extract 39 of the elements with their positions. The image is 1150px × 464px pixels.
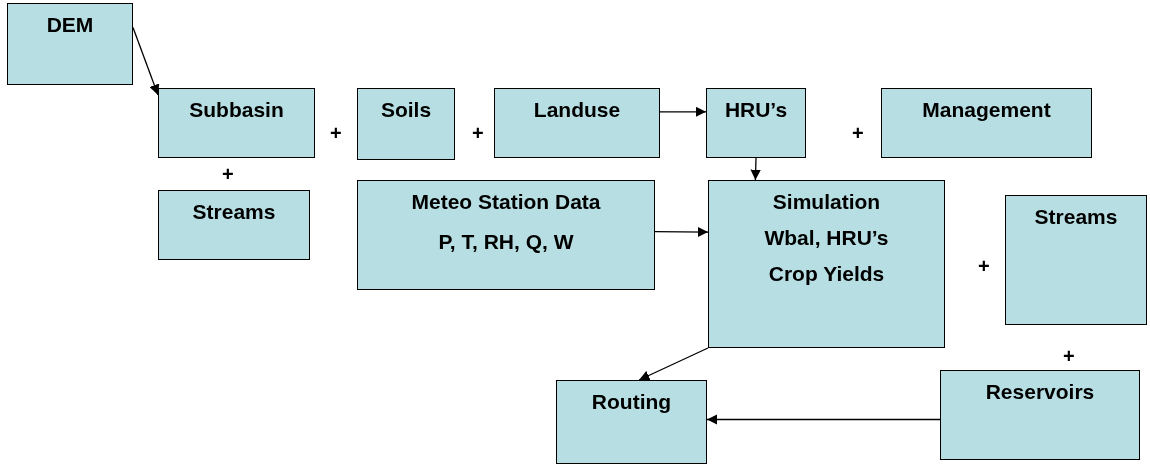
box-text: Subbasin bbox=[189, 97, 284, 123]
plus-sign: + bbox=[852, 122, 864, 145]
arrow bbox=[750, 157, 761, 181]
process-box bbox=[940, 370, 1140, 460]
process-box bbox=[357, 88, 455, 160]
process-box bbox=[357, 180, 655, 290]
box-text: Soils bbox=[380, 97, 432, 123]
process-box bbox=[1005, 195, 1147, 325]
box-text: Streams bbox=[192, 199, 276, 225]
box-text: Reservoirs bbox=[985, 379, 1095, 405]
process-box bbox=[158, 190, 310, 260]
box-text: Crop Yields bbox=[768, 261, 885, 287]
box-text: Landuse bbox=[533, 97, 621, 123]
process-box bbox=[494, 88, 660, 158]
box-text: Streams bbox=[1034, 204, 1118, 230]
box-text: DEM bbox=[46, 12, 94, 38]
process-box bbox=[7, 3, 133, 85]
box-text: Wbal, HRU’s bbox=[764, 225, 889, 251]
plus-sign: + bbox=[330, 122, 342, 145]
process-box bbox=[706, 88, 806, 158]
process-box bbox=[708, 180, 945, 348]
box-text: P, T, RH, Q, W bbox=[438, 229, 574, 255]
plus-sign: + bbox=[222, 163, 234, 186]
box-text: Meteo Station Data bbox=[411, 189, 601, 215]
plus-sign: + bbox=[472, 122, 484, 145]
box-text: Management bbox=[922, 97, 1051, 123]
process-box bbox=[556, 380, 707, 464]
arrow bbox=[132, 26, 160, 96]
box-text: Routing bbox=[591, 389, 672, 415]
box-text: Simulation bbox=[772, 189, 881, 215]
process-box bbox=[881, 88, 1092, 158]
box-text: HRU’s bbox=[724, 97, 788, 123]
process-box bbox=[158, 88, 315, 158]
arrow bbox=[638, 347, 709, 381]
plus-sign: + bbox=[1063, 345, 1075, 368]
plus-sign: + bbox=[978, 255, 990, 278]
arrow bbox=[654, 226, 709, 238]
arrow bbox=[659, 106, 707, 117]
arrow bbox=[706, 414, 941, 425]
